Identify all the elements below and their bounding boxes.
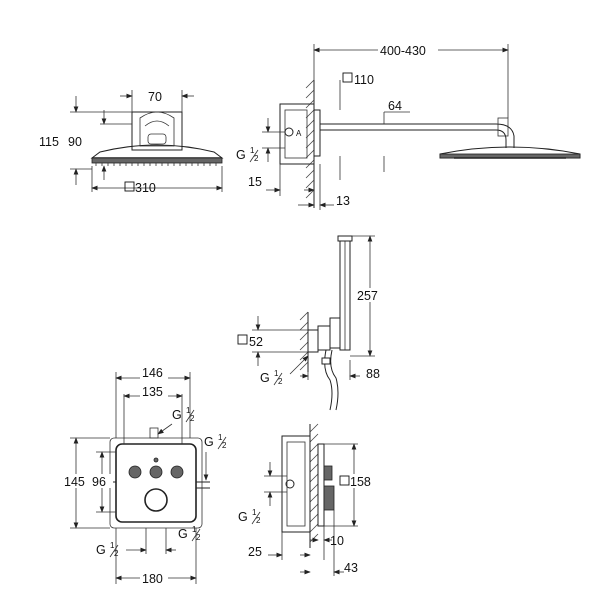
dim-thermostat-depth-b: 43 xyxy=(344,561,358,575)
thread-label-thermostat-bottom-left: G xyxy=(96,543,106,557)
thermostat-button-3 xyxy=(170,465,184,479)
svg-text:1: 1 xyxy=(250,146,255,155)
dim-handshower-projection: 88 xyxy=(366,367,380,381)
svg-text:2: 2 xyxy=(196,533,201,542)
svg-text:1: 1 xyxy=(218,433,223,442)
dim-thermostat-height-inner: 96 xyxy=(92,475,106,489)
dim-headshower-depth: 13 xyxy=(336,194,350,208)
svg-text:1: 1 xyxy=(186,406,191,415)
thermostat-button-2 xyxy=(149,465,163,479)
thread-label-thermostat-bottom-right: G xyxy=(178,527,188,541)
dim-thermostat-width-inner: 135 xyxy=(142,385,163,399)
thread-label-thermostat-right: G xyxy=(204,435,214,449)
svg-text:2: 2 xyxy=(256,516,261,525)
dim-headshower-offset: 64 xyxy=(388,99,402,113)
thread-label-headshower: G xyxy=(236,148,246,162)
thermostat-knob xyxy=(144,488,168,512)
dim-arm-length: 400-430 xyxy=(380,44,426,58)
headshower-nozzle-plate xyxy=(91,157,223,164)
dim-thermostat-width-outer: 146 xyxy=(142,366,163,380)
svg-text:1: 1 xyxy=(110,541,115,550)
thermostat-front-view: 146 135 G 1 2 G 1 2 145 96 G 1 2 G 1 2 xyxy=(62,366,227,586)
svg-text:A: A xyxy=(296,129,302,138)
dim-handshower-height: 257 xyxy=(357,289,378,303)
thermostat-side-view: 158 G 1 2 25 10 43 xyxy=(238,423,374,576)
headshower-front-view: 70 115 90 310 xyxy=(39,90,224,195)
dim-thermostat-wall: 25 xyxy=(248,545,262,559)
svg-text:1: 1 xyxy=(252,508,257,517)
thermostat-side-knob xyxy=(323,485,335,511)
dim-headshower-height-total: 115 xyxy=(39,135,59,149)
dim-headshower-wall: 15 xyxy=(248,175,262,189)
dim-thermostat-depth-a: 10 xyxy=(330,534,344,548)
dim-headshower-height-inner: 90 xyxy=(68,135,82,149)
dim-thermostat-plate: 158 xyxy=(350,475,371,489)
svg-text:2: 2 xyxy=(114,549,119,558)
svg-text:1: 1 xyxy=(192,525,197,534)
svg-text:2: 2 xyxy=(190,414,195,423)
dim-thermostat-height-outer: 145 xyxy=(64,475,85,489)
thread-label-handshower: G xyxy=(260,371,270,385)
thread-label-thermostat-side: G xyxy=(238,510,248,524)
svg-text:2: 2 xyxy=(278,377,283,386)
thread-label-thermostat-top: G xyxy=(172,408,182,422)
svg-text:2: 2 xyxy=(222,441,227,450)
headshower-head-body xyxy=(90,144,224,159)
dim-handshower-flange: 52 xyxy=(249,335,263,349)
svg-text:2: 2 xyxy=(254,154,259,163)
headshower-side-view: A 400-430 110 64 xyxy=(236,43,581,210)
handshower-view: 257 52 G 1 2 88 xyxy=(237,235,384,411)
thermostat-plate xyxy=(115,443,197,523)
thermostat-button-1 xyxy=(128,465,142,479)
dim-headshower-width-top: 70 xyxy=(148,90,162,104)
svg-text:1: 1 xyxy=(274,369,279,378)
dim-headshower-flange: 110 xyxy=(354,73,374,87)
dim-thermostat-base: 180 xyxy=(142,572,163,586)
dim-headshower-diameter: 310 xyxy=(135,181,156,195)
